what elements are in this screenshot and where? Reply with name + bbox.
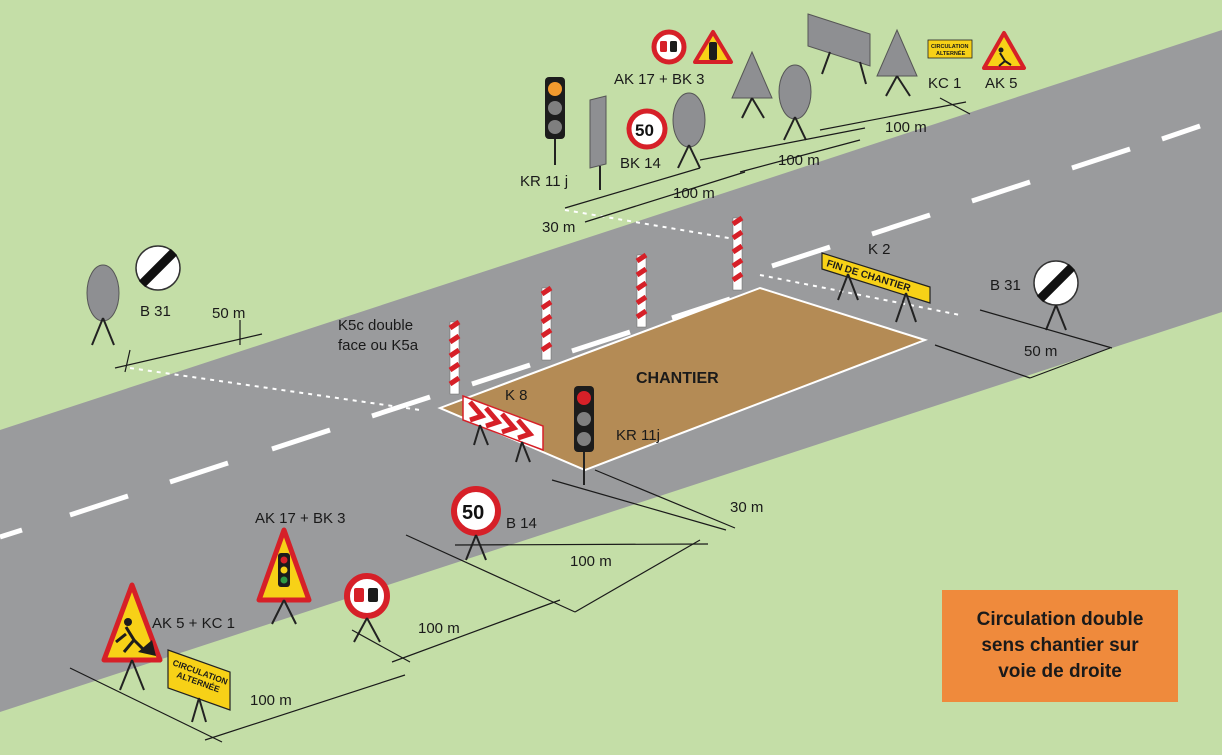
- dim-near-30-label: 30 m: [730, 499, 763, 516]
- traffic-light-near: [574, 386, 594, 485]
- title-box: Circulation double sens chantier sur voi…: [942, 590, 1178, 702]
- dim-far-100a-label: 100 m: [673, 185, 715, 202]
- kr11j-far-light: [545, 77, 565, 165]
- dim-far-100b-label: 100 m: [778, 152, 820, 169]
- ak5-far-label: AK 5: [985, 75, 1018, 92]
- svg-text:50: 50: [462, 502, 484, 524]
- kc1-near-panel: CIRCULATION ALTERNÉE: [167, 649, 231, 723]
- bk3-far-sign: [651, 29, 687, 65]
- title-line-2: sens chantier sur: [981, 635, 1139, 656]
- dim-far-100c-label: 100 m: [885, 119, 927, 136]
- bk14-far-sign: 50: [626, 108, 668, 150]
- kr11j-near-label: KR 11j: [616, 427, 660, 444]
- k5c-label-line2: face ou K5a: [338, 337, 419, 354]
- kr11j-far-label: KR 11 j: [520, 173, 568, 190]
- far-oval-back-2: [778, 64, 812, 141]
- k5c-balises: [448, 215, 744, 395]
- dim-far-chain: [564, 97, 971, 223]
- ak5-near-sign: [101, 582, 163, 691]
- dim-left-50: [114, 320, 263, 373]
- work-area-label: CHANTIER: [636, 370, 719, 387]
- far-panel-back: [589, 95, 607, 190]
- work-area: [437, 286, 929, 472]
- bk3-near-sign: [344, 573, 390, 643]
- k8-chevron-barrier: [462, 394, 544, 463]
- svg-text:ALTERNÉE: ALTERNÉE: [936, 49, 966, 57]
- ak17-near-label: AK 17 + BK 3: [255, 510, 345, 527]
- ak17-far-label: AK 17 + BK 3: [614, 71, 704, 88]
- dim-near-chain: [69, 469, 736, 743]
- b31-left-back: [86, 264, 120, 346]
- svg-text:CIRCULATION: CIRCULATION: [931, 44, 969, 50]
- kc1-far-label: KC 1: [928, 75, 961, 92]
- dim-near-100a-label: 100 m: [570, 553, 612, 570]
- k2-label: K 2: [868, 241, 891, 258]
- k5c-label-line1: K5c double: [338, 317, 413, 334]
- b31-right-label: B 31: [990, 277, 1021, 294]
- dim-far-30-label: 30 m: [542, 219, 575, 236]
- transverse-dotted-lines: [129, 209, 961, 411]
- ak17-far-sign: [693, 30, 733, 64]
- title-line-3: voie de droite: [998, 661, 1122, 682]
- b31-left-label: B 31: [140, 303, 171, 320]
- b14-near-label: B 14: [506, 515, 537, 532]
- dim-near-100c-label: 100 m: [250, 692, 292, 709]
- ak5-near-label: AK 5 + KC 1: [152, 615, 235, 632]
- dim-left-50-label: 50 m: [212, 305, 245, 322]
- dim-near-100b-label: 100 m: [418, 620, 460, 637]
- far-triangle-back-2: [876, 28, 918, 97]
- b31-right-sign: [1033, 260, 1079, 331]
- b14-near-sign: 50: [451, 486, 501, 561]
- ak17-near-sign: [256, 527, 312, 625]
- dim-right-50: [934, 309, 1113, 379]
- dim-right-50-label: 50 m: [1024, 343, 1057, 360]
- kc1-far-panel: CIRCULATION ALTERNÉE: [927, 39, 973, 59]
- k8-label: K 8: [505, 387, 528, 404]
- far-oval-back-1: [672, 92, 706, 169]
- far-rect-panel-back: [807, 13, 871, 85]
- bk14-far-label: BK 14: [620, 155, 661, 172]
- svg-text:50: 50: [635, 121, 654, 140]
- title-line-1: Circulation double: [976, 609, 1144, 630]
- ak5-far-sign: [982, 31, 1026, 70]
- far-triangle-back-1: [731, 50, 773, 119]
- b31-left-sign: [135, 245, 181, 291]
